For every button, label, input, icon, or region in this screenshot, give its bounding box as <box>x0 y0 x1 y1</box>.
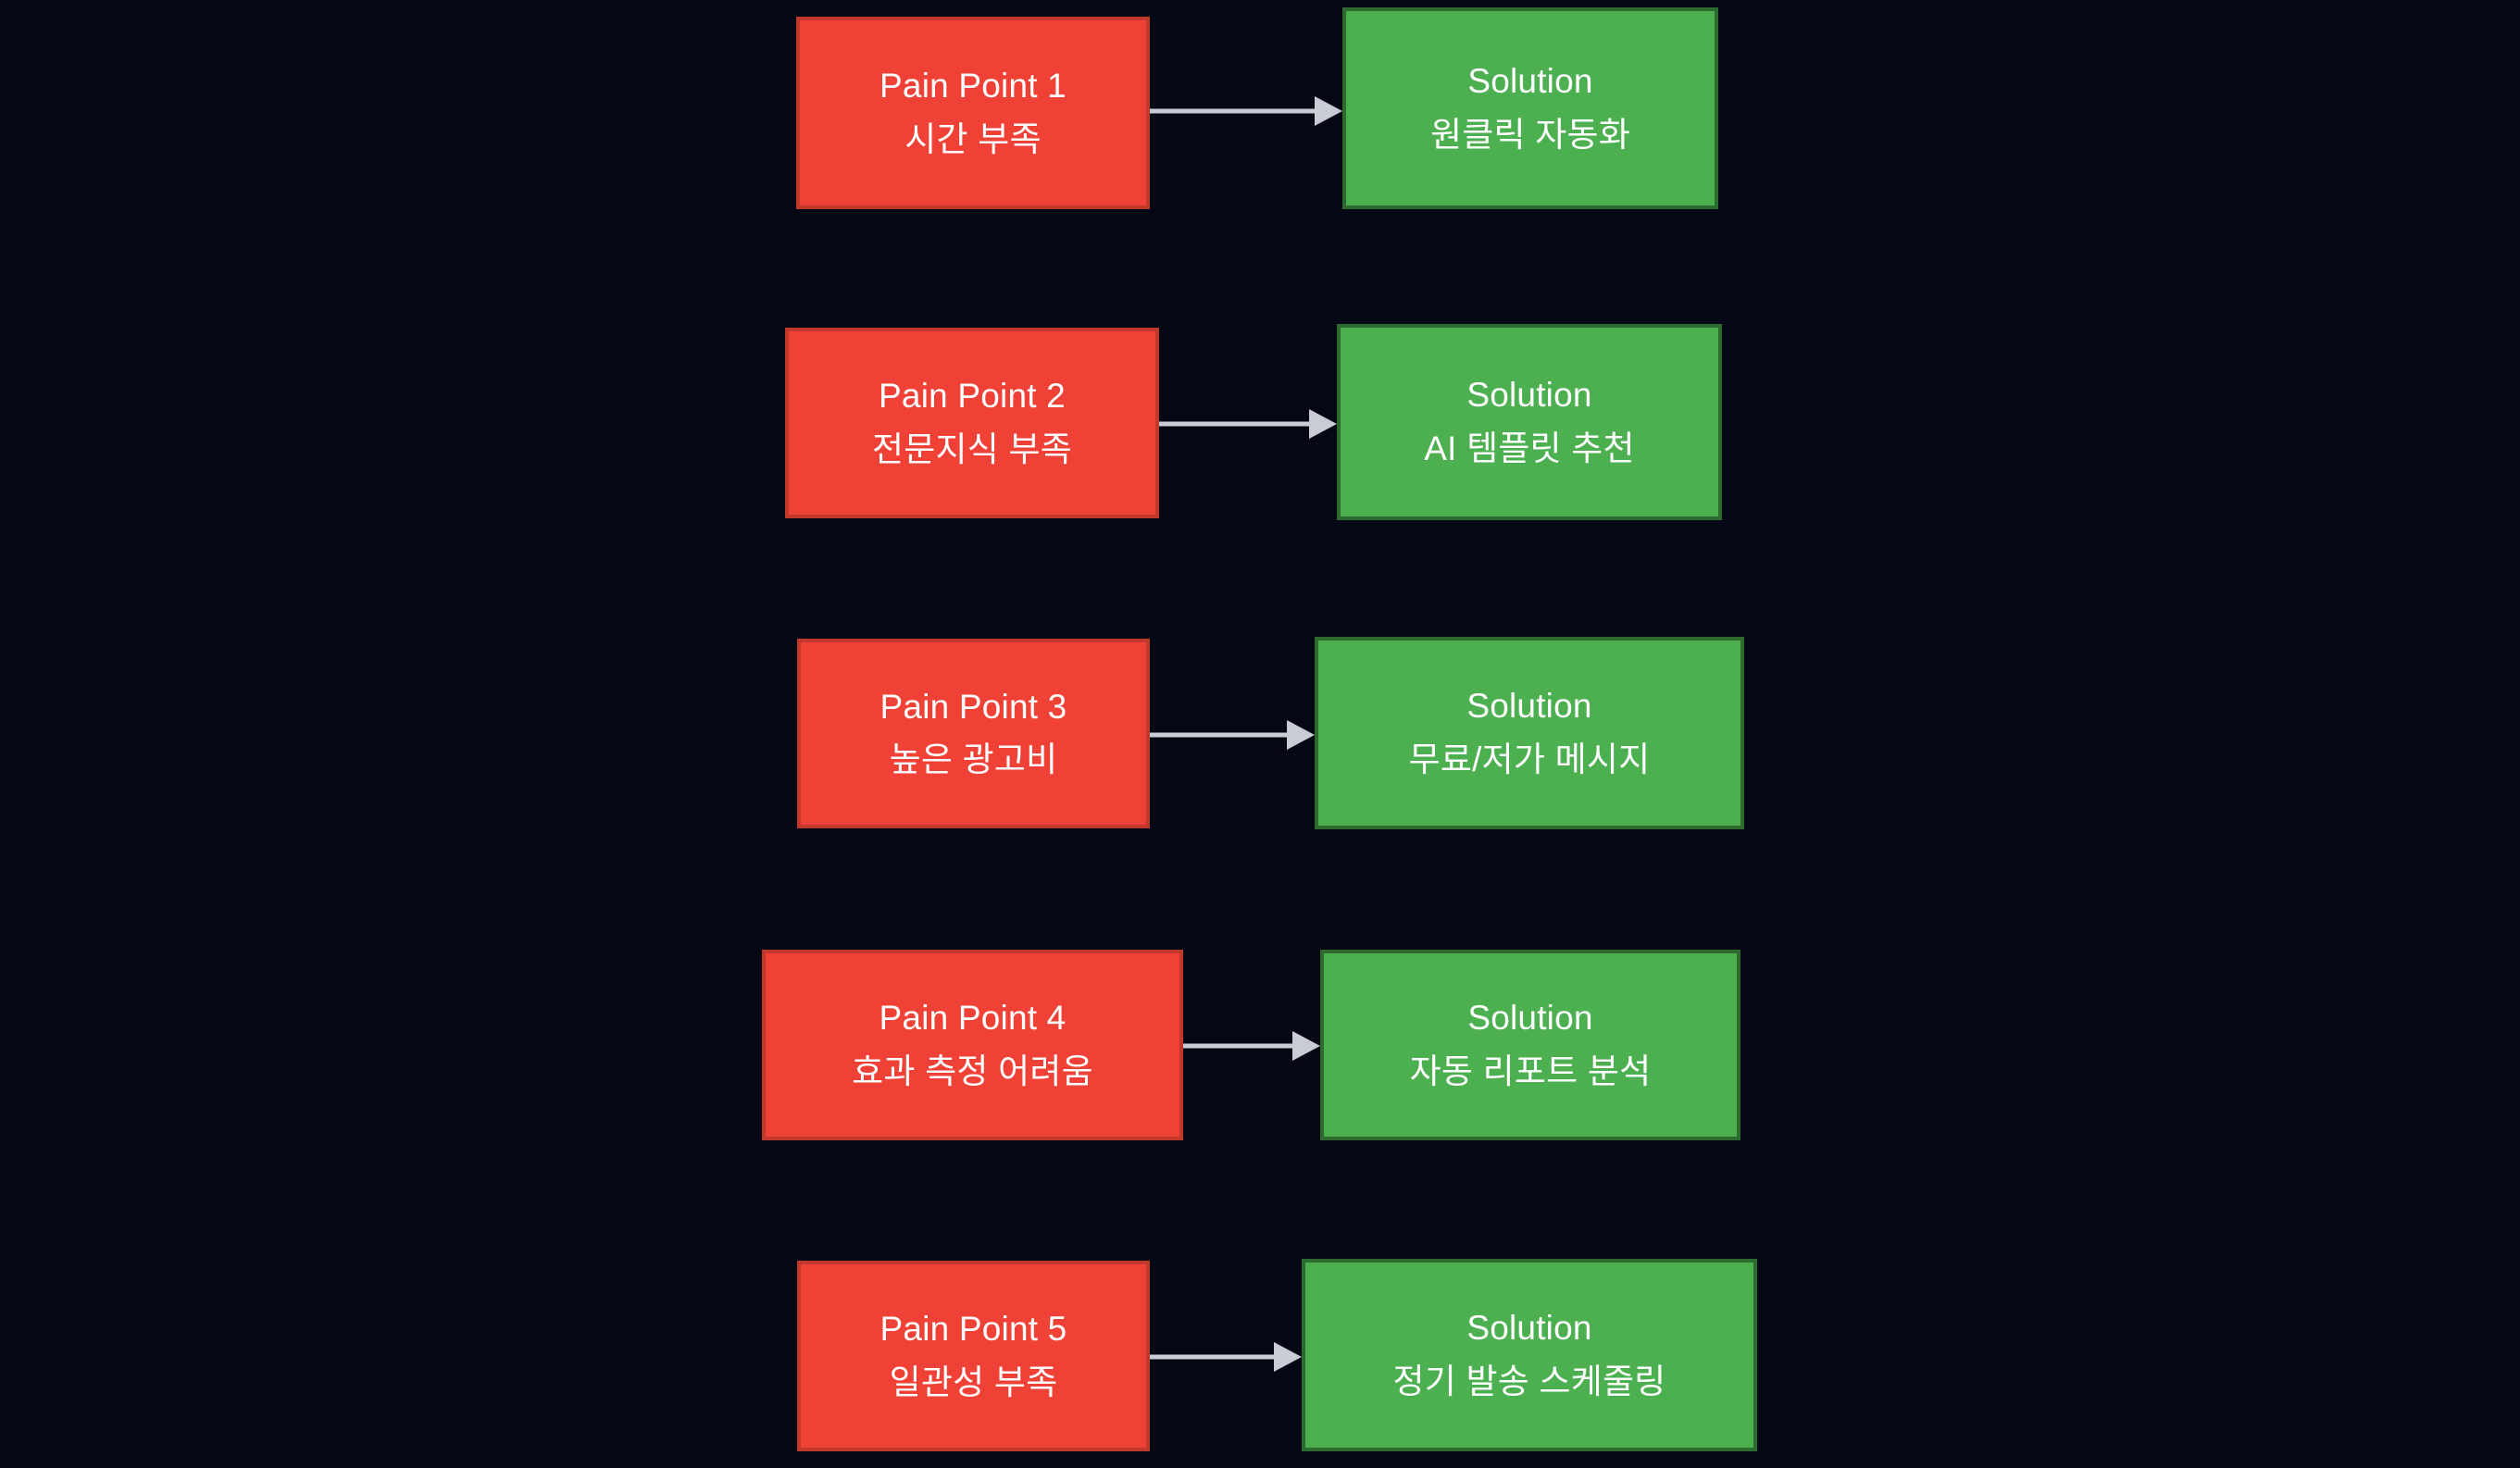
pain-point-detail: 시간 부족 <box>904 119 1042 158</box>
solution-detail: 정기 발송 스케줄링 <box>1392 1362 1666 1400</box>
solution-detail: 무료/저가 메시지 <box>1408 740 1651 778</box>
arrow-head <box>1315 96 1342 126</box>
solution-detail: 자동 리포트 분석 <box>1409 1051 1652 1090</box>
pain-point-detail: 전문지식 부족 <box>872 429 1072 468</box>
flow-arrow-5 <box>1150 1341 1302 1373</box>
solution-detail: 원클릭 자동화 <box>1430 115 1630 154</box>
solution-title: Solution <box>1466 687 1592 726</box>
pain-point-detail: 일관성 부족 <box>889 1362 1058 1401</box>
pain-point-title: Pain Point 3 <box>880 687 1067 726</box>
pain-point-title: Pain Point 5 <box>880 1310 1067 1349</box>
pain-point-title: Pain Point 4 <box>879 999 1067 1038</box>
solution-node-5[interactable]: Solution 정기 발송 스케줄링 <box>1302 1259 1757 1451</box>
pain-point-node-1[interactable]: Pain Point 1 시간 부족 <box>796 17 1150 209</box>
pain-point-node-5[interactable]: Pain Point 5 일관성 부족 <box>797 1261 1150 1451</box>
flow-arrow-4 <box>1183 1030 1320 1062</box>
solution-node-4[interactable]: Solution 자동 리포트 분석 <box>1320 950 1740 1140</box>
solution-title: Solution <box>1466 1309 1592 1348</box>
arrow-head <box>1274 1342 1302 1372</box>
pain-point-node-4[interactable]: Pain Point 4 효과 측정 어려움 <box>762 950 1183 1140</box>
pain-point-node-3[interactable]: Pain Point 3 높은 광고비 <box>797 639 1150 828</box>
pain-point-detail: 효과 측정 어려움 <box>852 1051 1093 1090</box>
arrow-head <box>1309 409 1337 439</box>
solution-title: Solution <box>1467 999 1593 1038</box>
solution-node-1[interactable]: Solution 원클릭 자동화 <box>1342 7 1718 209</box>
pain-point-detail: 높은 광고비 <box>889 740 1058 778</box>
solution-node-3[interactable]: Solution 무료/저가 메시지 <box>1315 637 1744 829</box>
flow-arrow-3 <box>1150 719 1315 751</box>
solution-node-2[interactable]: Solution AI 템플릿 추천 <box>1337 324 1722 520</box>
solution-detail: AI 템플릿 추천 <box>1424 429 1635 467</box>
pain-point-node-2[interactable]: Pain Point 2 전문지식 부족 <box>785 328 1159 518</box>
solution-title: Solution <box>1466 376 1592 415</box>
arrow-head <box>1292 1031 1320 1061</box>
solution-title: Solution <box>1467 62 1593 101</box>
pain-point-title: Pain Point 1 <box>880 67 1067 106</box>
arrow-head <box>1287 720 1315 750</box>
pain-point-title: Pain Point 2 <box>879 377 1066 416</box>
flow-arrow-1 <box>1150 95 1342 127</box>
flow-arrow-2 <box>1159 408 1337 440</box>
